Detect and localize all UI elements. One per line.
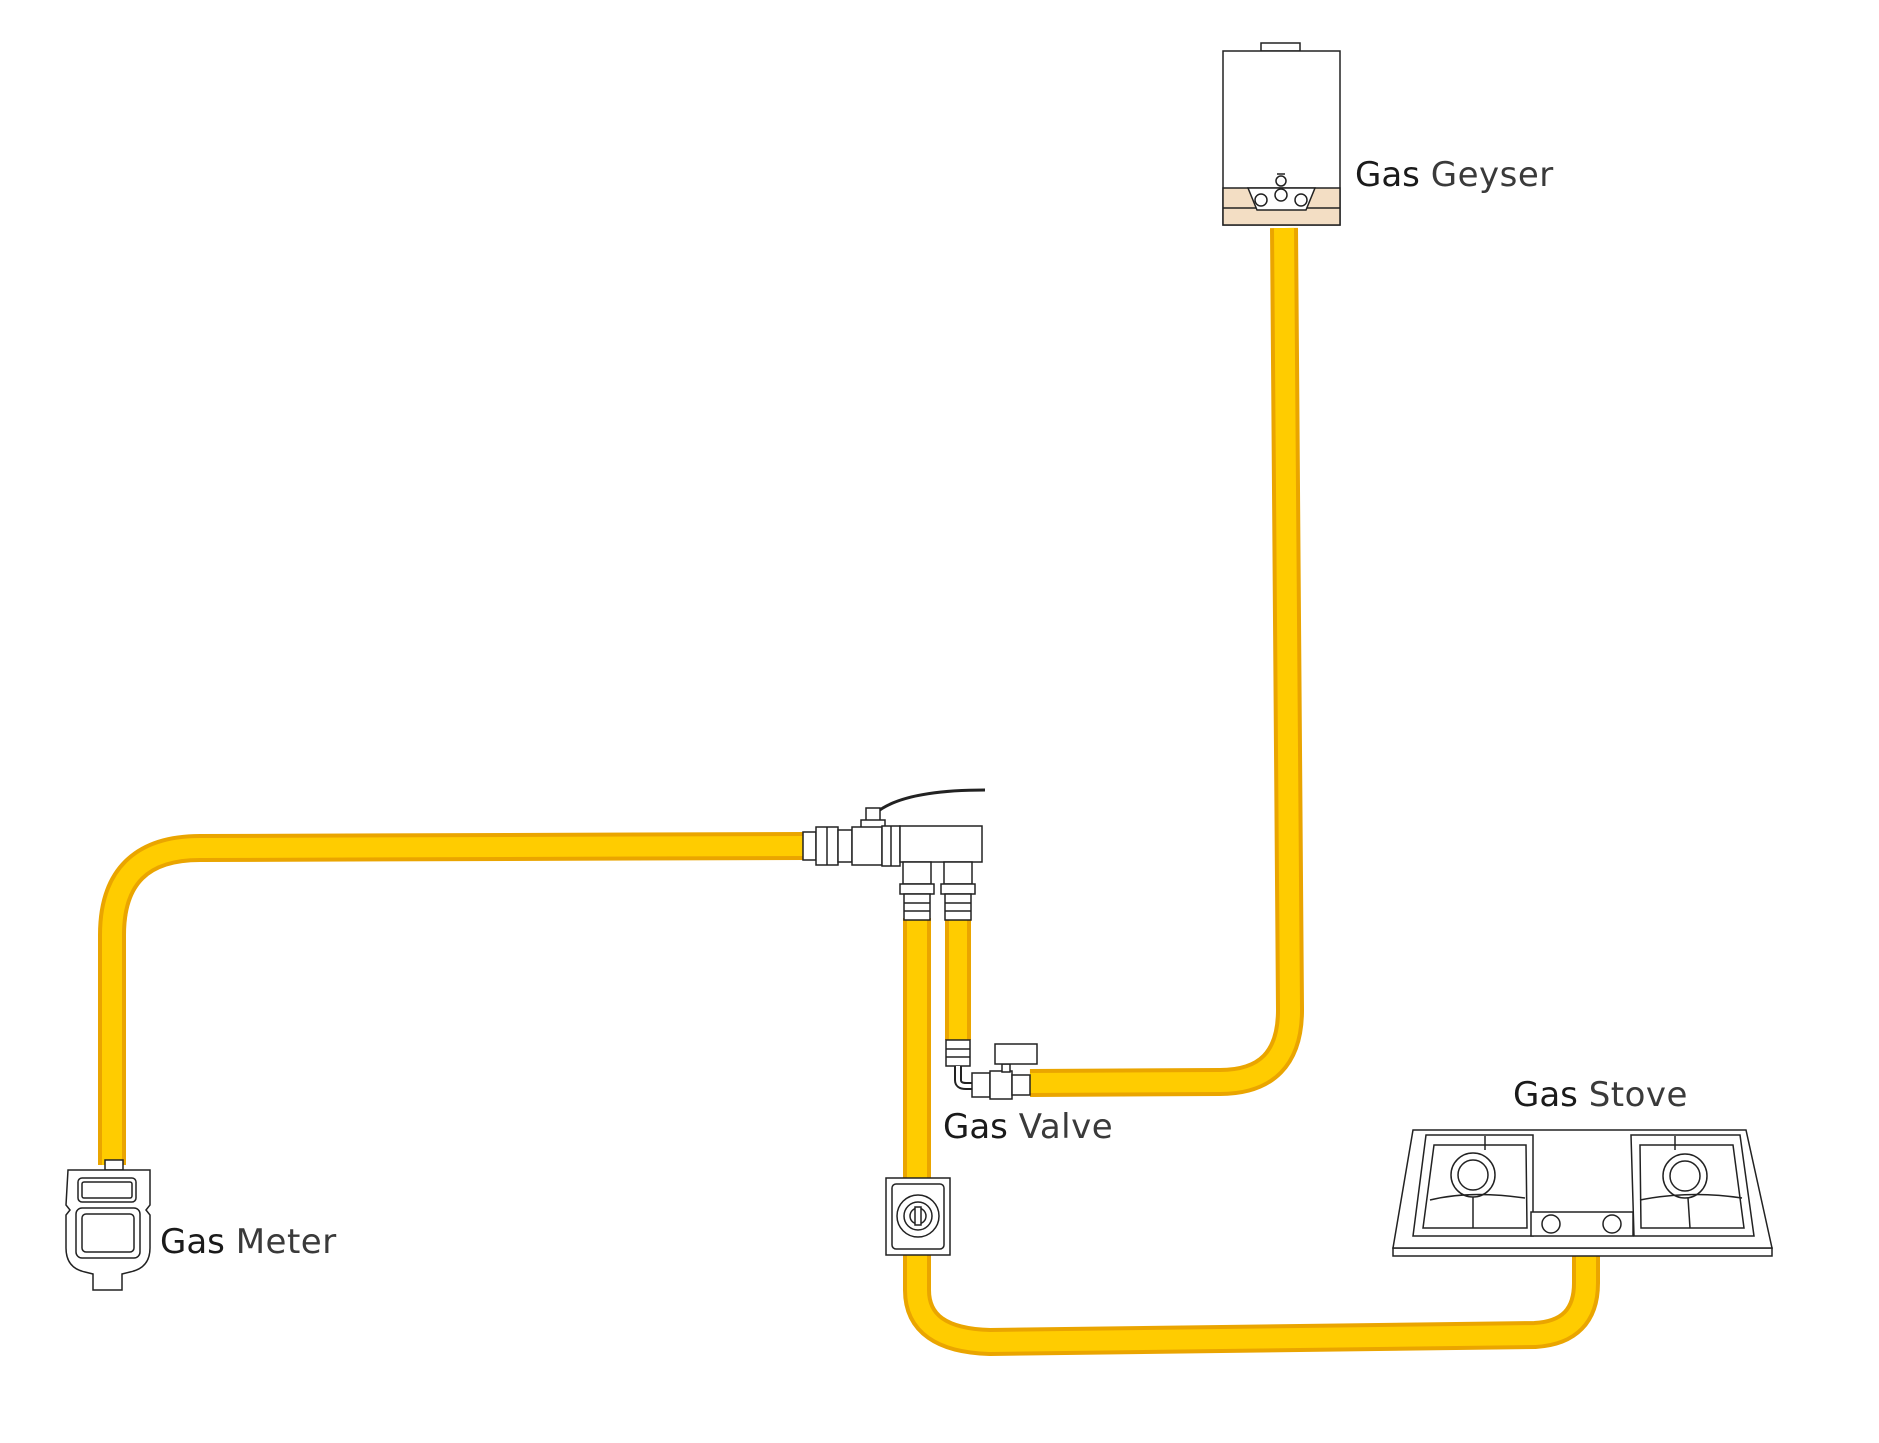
gas-meter-label-word2: Meter — [235, 1222, 337, 1262]
gas-meter-label: Gas Meter — [160, 1225, 337, 1259]
pipes — [98, 227, 1600, 1356]
wall-outlet-icon — [885, 1177, 951, 1256]
gas-geyser-icon — [1222, 42, 1341, 226]
gas-valve-icon — [945, 1039, 1038, 1100]
pipe-meter-to-manifold — [98, 832, 806, 1165]
gas-meter-icon — [65, 1159, 151, 1291]
gas-valve-label-word1: Gas — [943, 1107, 1008, 1147]
gas-valve-label-word2: Valve — [1018, 1107, 1114, 1147]
gas-stove-icon — [1392, 1129, 1773, 1257]
pipe-manifold-to-geyser — [945, 227, 1304, 1097]
manifold-ball-valve-icon — [802, 788, 986, 921]
pipe-manifold-to-stove — [903, 918, 1600, 1356]
gas-geyser-label: Gas Geyser — [1355, 158, 1554, 192]
gas-geyser-label-word2: Geyser — [1430, 155, 1554, 195]
gas-stove-label-word1: Gas — [1513, 1075, 1578, 1115]
gas-geyser-label-word1: Gas — [1355, 155, 1420, 195]
gas-valve-label: Gas Valve — [943, 1110, 1113, 1144]
gas-meter-label-word1: Gas — [160, 1222, 225, 1262]
gas-stove-label: Gas Stove — [1513, 1078, 1688, 1112]
gas-stove-label-word2: Stove — [1588, 1075, 1688, 1115]
